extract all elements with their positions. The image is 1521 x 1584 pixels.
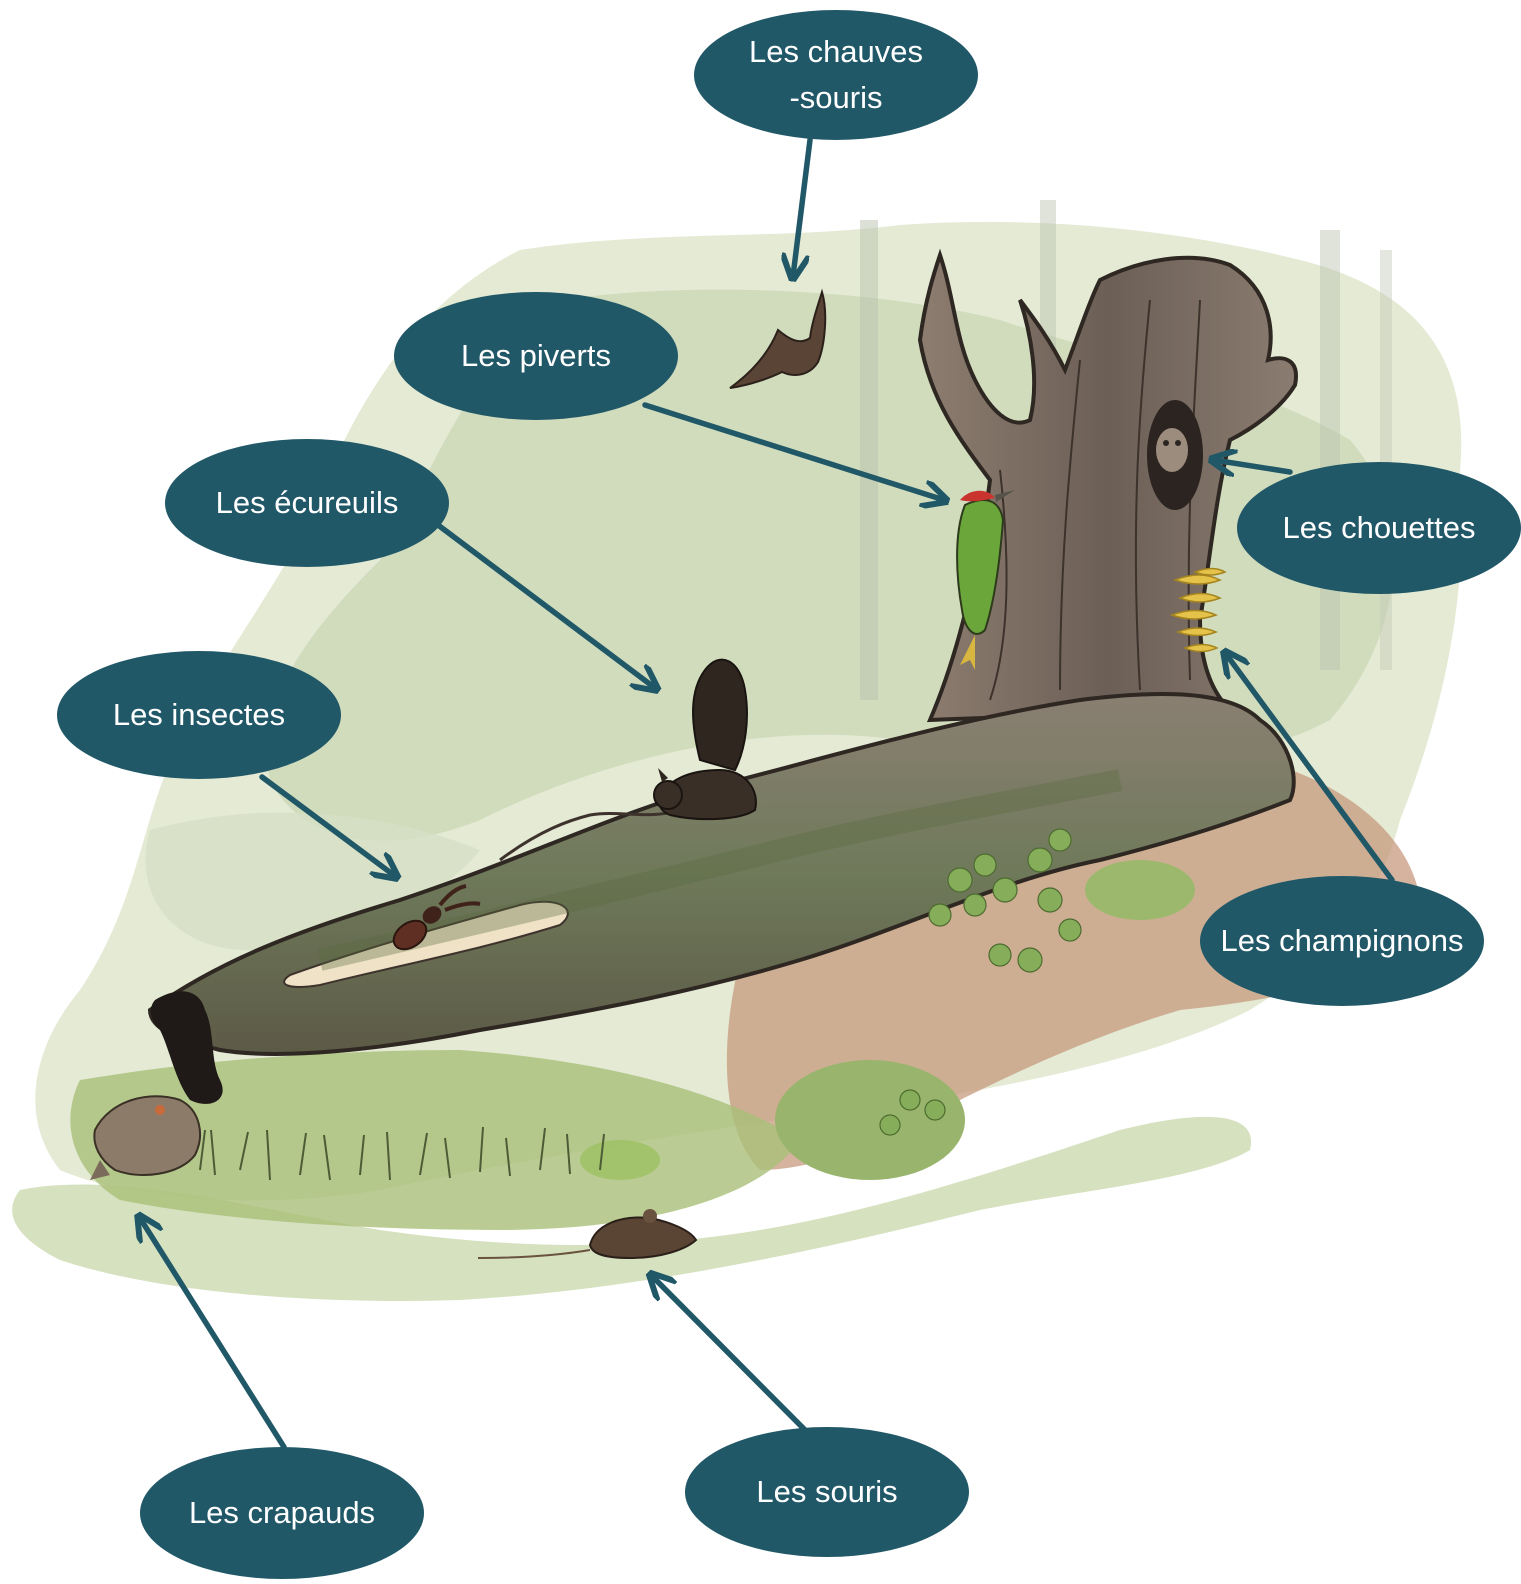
woodpecker (956, 490, 1015, 670)
label-chauves-souris: Les chauves -souris (694, 10, 978, 140)
fallen-log (147, 692, 1296, 1104)
bat (729, 288, 827, 389)
label-insectes: Les insectes (57, 651, 341, 779)
squirrel (653, 658, 757, 821)
stag-beetle (392, 884, 481, 951)
toad (90, 1095, 201, 1180)
arrow-crapauds (140, 1218, 287, 1450)
mouse (477, 1209, 698, 1260)
arrow-souris (652, 1276, 808, 1433)
label-chouettes: Les chouettes (1237, 462, 1521, 594)
label-souris: Les souris (685, 1427, 969, 1557)
arrow-champignons (1226, 654, 1395, 883)
arrow-ecureuils (435, 522, 655, 688)
arrow-insectes (259, 774, 395, 876)
arrows (140, 137, 1395, 1450)
arrow-chouettes (1214, 460, 1293, 472)
grass (199, 1126, 605, 1181)
owl (1156, 428, 1188, 472)
dead-tree-trunk (917, 248, 1298, 723)
arrow-piverts (642, 402, 944, 500)
label-piverts: Les piverts (394, 292, 678, 420)
bracket-fungi (1169, 567, 1227, 653)
leaf-clumps (879, 828, 1082, 1136)
label-ecureuils: Les écureuils (165, 439, 449, 567)
label-crapauds: Les crapauds (140, 1447, 424, 1579)
arrow-chauves-souris (793, 137, 813, 276)
label-champignons: Les champignons (1200, 876, 1484, 1006)
